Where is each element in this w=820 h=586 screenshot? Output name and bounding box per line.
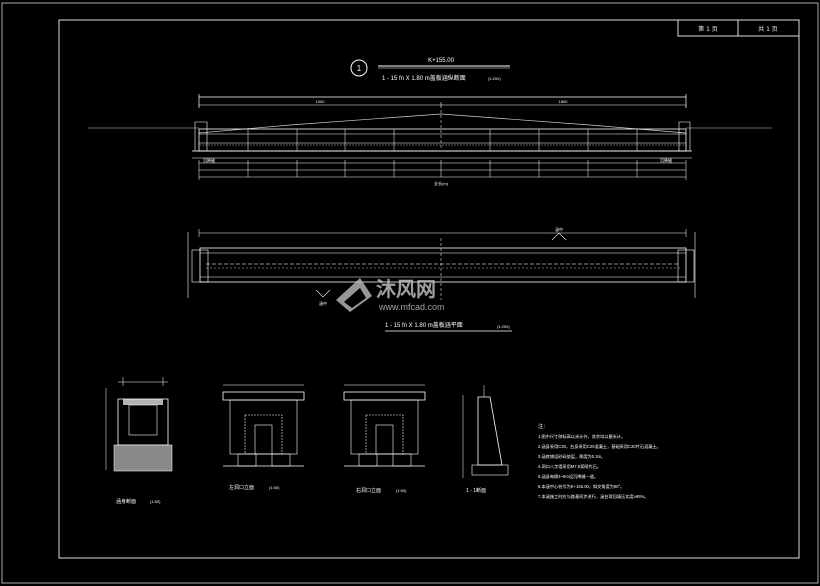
inner-frame xyxy=(58,19,800,559)
elevation-scale: (1:200) xyxy=(488,76,501,81)
detail-scale-left-portal: (1:50) xyxy=(269,485,280,490)
plan-view xyxy=(187,229,696,300)
elevation-caption: 1 - 15 fn X 1.80 m盖板涵纵断面 xyxy=(382,74,466,82)
detail-right-portal xyxy=(343,384,426,467)
notes-block: 注： 1.图中尺寸除标高以米计外，其余均以厘米计。 2.涵身采用C30，台身采用… xyxy=(538,423,661,500)
plan-caption: 1 - 15 fn X 1.80 m盖板涵平面 xyxy=(385,321,463,329)
elevation-dim-right: 1800 xyxy=(559,99,569,104)
watermark: 沐风网 www.mfcad.com xyxy=(336,278,445,312)
detail-scale-right-portal: (1:50) xyxy=(396,488,407,493)
plan-marker-top: 涵中 xyxy=(555,226,563,232)
detail-caption-barrel: 涵身断面 xyxy=(116,498,136,505)
title-block: 第 1 页 共 1 页 xyxy=(677,19,800,37)
watermark-brand: 沐风网 xyxy=(376,278,436,301)
note-item: 2.涵身采用C30，台身采用C25混凝土，基础采用C20片石混凝土。 xyxy=(538,443,661,450)
section-marker-number: 1 xyxy=(357,64,362,73)
station-label: K+155.00 xyxy=(428,58,455,64)
note-item: 6.本涵中心桩号为K+155.00，斜交角度为90°。 xyxy=(538,483,625,490)
detail-caption-section-1-1: 1 - 1断面 xyxy=(466,487,486,494)
detail-section-1-1 xyxy=(462,385,509,478)
title-block-cell-1: 第 1 页 xyxy=(698,25,718,33)
plan-scale: (1:200) xyxy=(497,324,510,329)
detail-caption-right-portal: 右洞口立面 xyxy=(356,487,381,494)
section-marker-circle xyxy=(350,59,368,77)
plan-marker-bottom: 涵中 xyxy=(319,300,327,306)
note-item: 5.涵身每隔4~6m设沉降缝一道。 xyxy=(538,473,598,480)
elevation-joint-label-left: 沉降缝 xyxy=(203,157,215,163)
watermark-url: www.mfcad.com xyxy=(378,302,445,312)
detail-caption-left-portal: 左洞口立面 xyxy=(229,484,254,491)
detail-scale-barrel: (1:50) xyxy=(150,499,161,504)
detail-left-portal xyxy=(222,384,305,467)
elevation-header: 1 K+155.00 1 - 15 fn X 1.80 m盖板涵纵断面 (1:2… xyxy=(350,58,510,82)
elevation-bottom-note: 全长(m) xyxy=(434,180,449,186)
note-item: 7.本涵施工时应与路基同步进行，涵台背回填压实度≥95%。 xyxy=(538,493,649,500)
note-item: 4.洞口八字墙采用M7.5浆砌片石。 xyxy=(538,463,601,470)
title-block-cell-2: 共 1 页 xyxy=(758,25,778,33)
note-item: 3.涵底铺设砂砾垫层，厚度为0.3m。 xyxy=(538,453,605,460)
watermark-logo-icon xyxy=(336,278,372,312)
longitudinal-elevation xyxy=(88,94,772,180)
elevation-joint-label-right: 沉降缝 xyxy=(660,157,672,163)
notes-heading: 注： xyxy=(538,423,548,430)
elevation-dim-left: 1000 xyxy=(316,99,326,104)
note-item: 1.图中尺寸除标高以米计外，其余均以厘米计。 xyxy=(538,433,625,440)
detail-barrel-section xyxy=(105,377,173,472)
